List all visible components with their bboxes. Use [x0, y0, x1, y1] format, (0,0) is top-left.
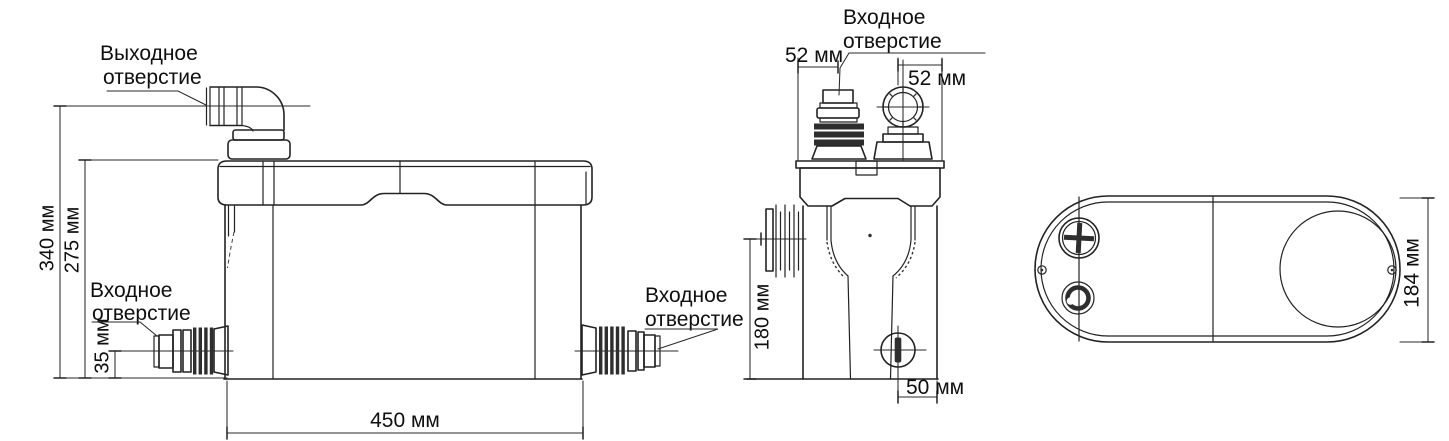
inlet-fitting-right [574, 324, 679, 376]
dim-body-height-text: 275 мм [61, 207, 83, 273]
inlet-right-leader-line [644, 328, 719, 350]
outlet-label: Выходное отверстие [100, 42, 207, 106]
screw-boss-left [1037, 265, 1047, 275]
top-view: 184 мм [1034, 195, 1435, 343]
dim-total-height: 340 мм [36, 105, 311, 379]
dim-drain-offset: 50 мм [897, 367, 964, 404]
dim-drain-offset-text: 50 мм [906, 376, 964, 399]
outlet-leader-line [106, 90, 207, 106]
vent-cap [1058, 217, 1100, 259]
inlet-front-label-line2: отверстие [843, 30, 942, 53]
inlet-front-label-line1: Входное [843, 6, 925, 29]
top-outline-outer [1034, 195, 1401, 343]
center-mark-dot [868, 233, 872, 238]
front-lid [795, 160, 945, 207]
outlet-label-line1: Выходное [100, 42, 198, 65]
dim-width: 184 мм [1399, 197, 1435, 343]
inlet-right-label: Входное отверстие [644, 284, 744, 350]
dim-front-left-port: 52 мм [785, 44, 843, 161]
pump-access-circle [1279, 210, 1397, 328]
dim-body-height: 275 мм [61, 159, 219, 379]
side-view: 340 мм 275 мм 35 мм 450 мм В [36, 42, 744, 440]
dim-length: 450 мм [226, 380, 584, 440]
dim-width-text: 184 мм [1401, 238, 1424, 308]
drain-cover [873, 325, 927, 378]
inlet-fitting-left [112, 325, 234, 376]
inlet-right-label-line1: Входное [645, 284, 727, 307]
inlet-left-label-line1: Входное [90, 279, 172, 302]
dim-front-left-port-text: 52 мм [785, 44, 843, 67]
inlet-left-label: Входное отверстие [90, 279, 191, 337]
outlet-elbow [205, 86, 291, 160]
front-port-left [811, 89, 867, 160]
dim-front-right-port: 52 мм [897, 57, 966, 161]
top-outline-inner [1040, 201, 1395, 337]
dim-inlet-axis-height-text: 35 мм [91, 318, 113, 373]
screw-boss-right [1387, 265, 1397, 275]
inlet-left-leader-line [91, 321, 158, 337]
inlet-front-leader-line [838, 52, 986, 96]
tank-lid [217, 160, 593, 206]
front-view: 52 мм 52 мм 180 мм 50 мм [743, 6, 986, 404]
dim-total-height-text: 340 мм [36, 205, 58, 271]
dim-length-text: 450 мм [370, 409, 440, 432]
front-side-bellows [746, 204, 807, 278]
inlet-front-label: Входное отверстие [838, 6, 986, 96]
front-body [746, 205, 939, 380]
inlet-right-label-line2: отверстие [645, 308, 744, 331]
inlet-left-label-line2: отверстие [92, 302, 191, 325]
dim-side-inlet-axis: 180 мм [743, 238, 773, 380]
dim-front-right-port-text: 52 мм [908, 67, 966, 90]
tank-body [223, 161, 583, 380]
front-port-right [873, 59, 933, 162]
outlet-label-line2: отверстие [103, 66, 202, 89]
dim-side-inlet-axis-text: 180 мм [751, 284, 773, 350]
dim-inlet-axis-height: 35 мм [91, 318, 122, 379]
inlet-cap [1061, 281, 1095, 315]
